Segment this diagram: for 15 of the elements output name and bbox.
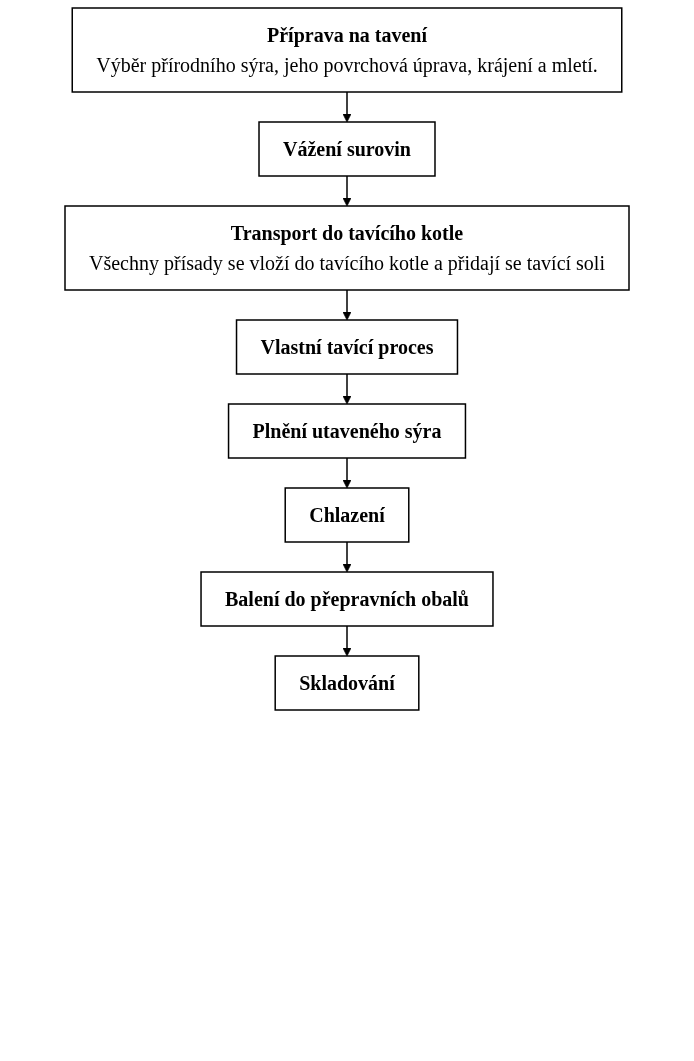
node-box: Vážení surovin [258,121,436,177]
node-box: Vlastní tavící proces [235,319,459,375]
arrow [342,541,352,573]
node-box: Transport do tavícího kotle Všechny přísady se vloží do tavícího kotle a přidají se tavící soli [64,205,630,291]
node-box: Příprava na tavení Výběr přírodního sýra, jeho povrchová úprava, krájení a mletí. [71,7,623,93]
arrow [342,91,352,123]
node-box: Skladování [274,655,420,711]
arrow [342,175,352,207]
node-box: Chlazení [284,487,410,543]
arrow [342,289,352,321]
arrow [342,625,352,657]
node-box: Plnění utaveného sýra [227,403,467,459]
arrow [342,373,352,405]
arrow [342,457,352,489]
node-box: Balení do přepravních obalů [200,571,494,627]
